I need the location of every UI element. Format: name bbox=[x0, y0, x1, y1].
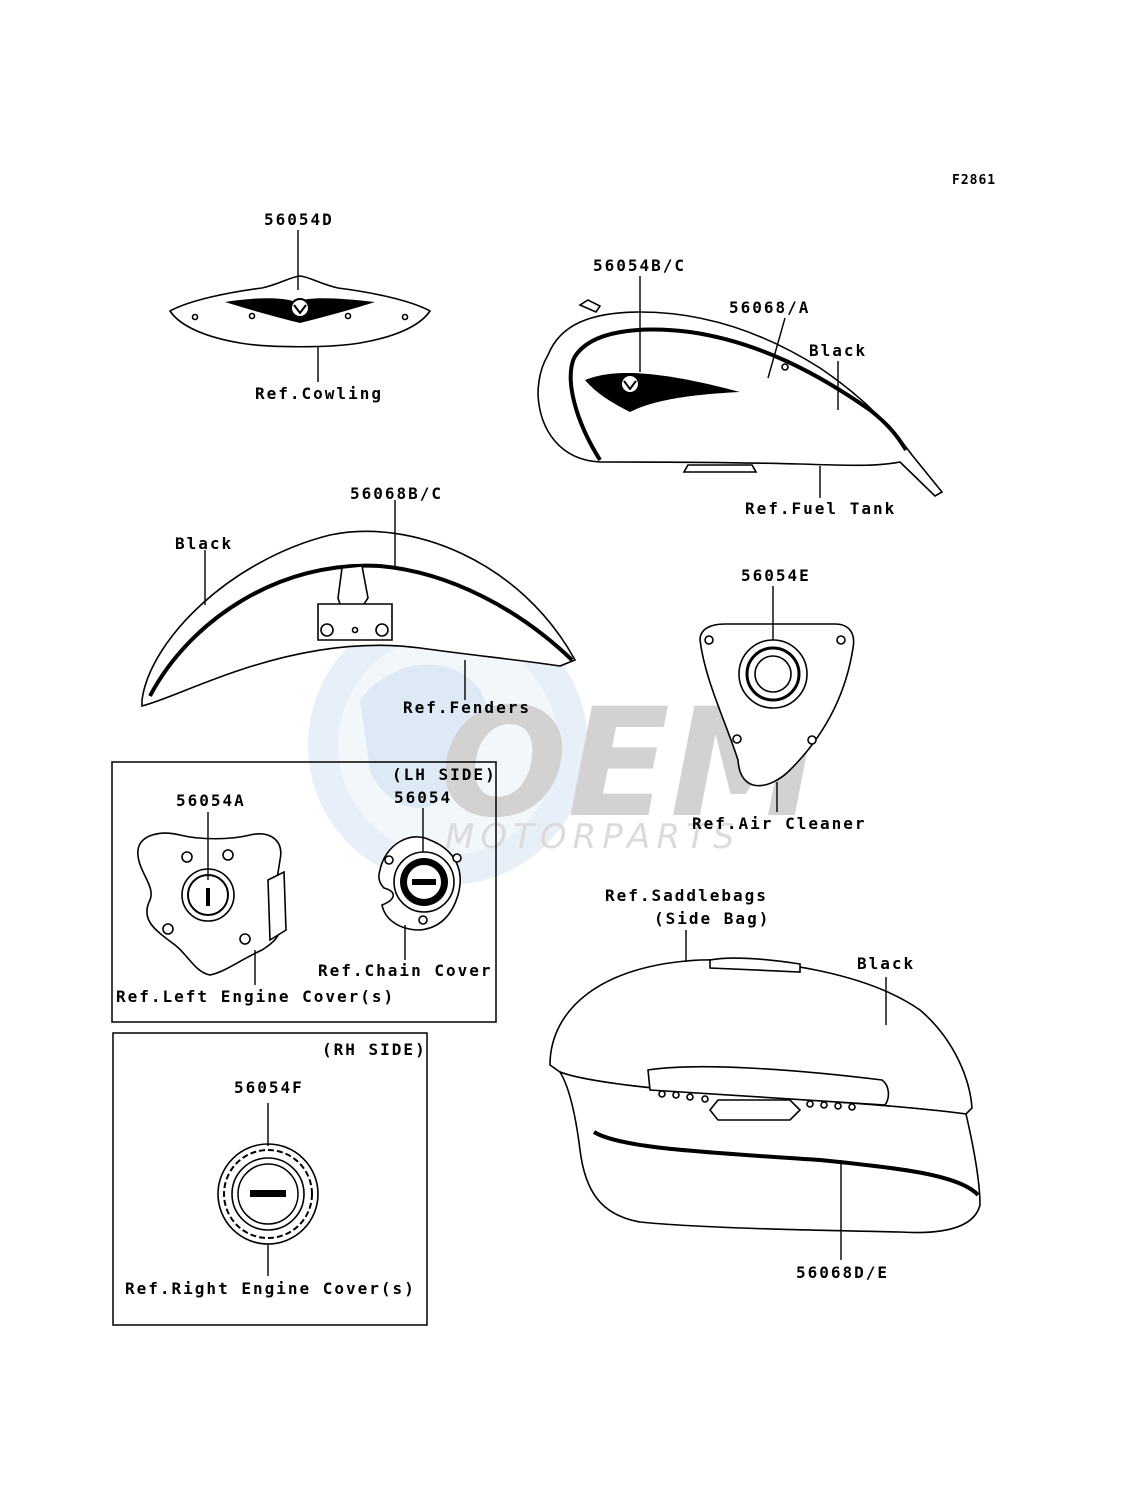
saddlebag-drawing bbox=[549, 957, 981, 1234]
tank-stripe-label: 56068/A bbox=[729, 298, 810, 317]
tank-ref-label: Ref.Fuel Tank bbox=[745, 499, 896, 518]
chain-ref-label: Ref.Chain Cover bbox=[318, 961, 493, 980]
left-engine-ref-label: Ref.Left Engine Cover(s) bbox=[116, 987, 395, 1006]
fender-drawing bbox=[141, 530, 577, 708]
tank-black-label: Black bbox=[809, 341, 867, 360]
cowling-part-label: 56054D bbox=[264, 210, 334, 229]
air-ref-label: Ref.Air Cleaner bbox=[692, 814, 867, 833]
rh-side-panel bbox=[112, 1032, 428, 1326]
saddle-ref2-label: (Side Bag) bbox=[654, 909, 770, 928]
left-engine-cover-drawing bbox=[137, 832, 287, 976]
lh-side-label: (LH SIDE) bbox=[392, 765, 497, 784]
watermark-sub: MOTORPARTS bbox=[445, 817, 740, 857]
air-cleaner-drawing bbox=[699, 623, 855, 787]
cowling-ref-label: Ref.Cowling bbox=[255, 384, 383, 403]
chain-cover-drawing bbox=[378, 836, 462, 931]
rh-part-label: 56054F bbox=[234, 1078, 304, 1097]
tank-part-label: 56054B/C bbox=[593, 256, 686, 275]
fuel-tank-drawing bbox=[537, 299, 944, 497]
lh-part-label: 56054 bbox=[394, 788, 452, 807]
watermark: OEM MOTORPARTS bbox=[308, 605, 819, 885]
right-engine-ref-label: Ref.Right Engine Cover(s) bbox=[125, 1279, 416, 1298]
rh-side-label: (RH SIDE) bbox=[322, 1040, 427, 1059]
watermark-globe-icon bbox=[308, 605, 588, 885]
cowling-drawing bbox=[168, 275, 432, 348]
fender-black-label: Black bbox=[175, 534, 233, 553]
fender-part-label: 56068B/C bbox=[350, 484, 443, 503]
lh-part-a-label: 56054A bbox=[176, 791, 246, 810]
air-part-label: 56054E bbox=[741, 566, 811, 585]
right-engine-cover-drawing bbox=[217, 1143, 319, 1245]
saddle-black-label: Black bbox=[857, 954, 915, 973]
saddle-ref-label: Ref.Saddlebags bbox=[605, 886, 768, 905]
figure-code: F2861 bbox=[952, 173, 996, 188]
lh-side-panel bbox=[111, 761, 497, 1023]
saddle-part-label: 56068D/E bbox=[796, 1263, 889, 1282]
fender-ref-label: Ref.Fenders bbox=[403, 698, 531, 717]
